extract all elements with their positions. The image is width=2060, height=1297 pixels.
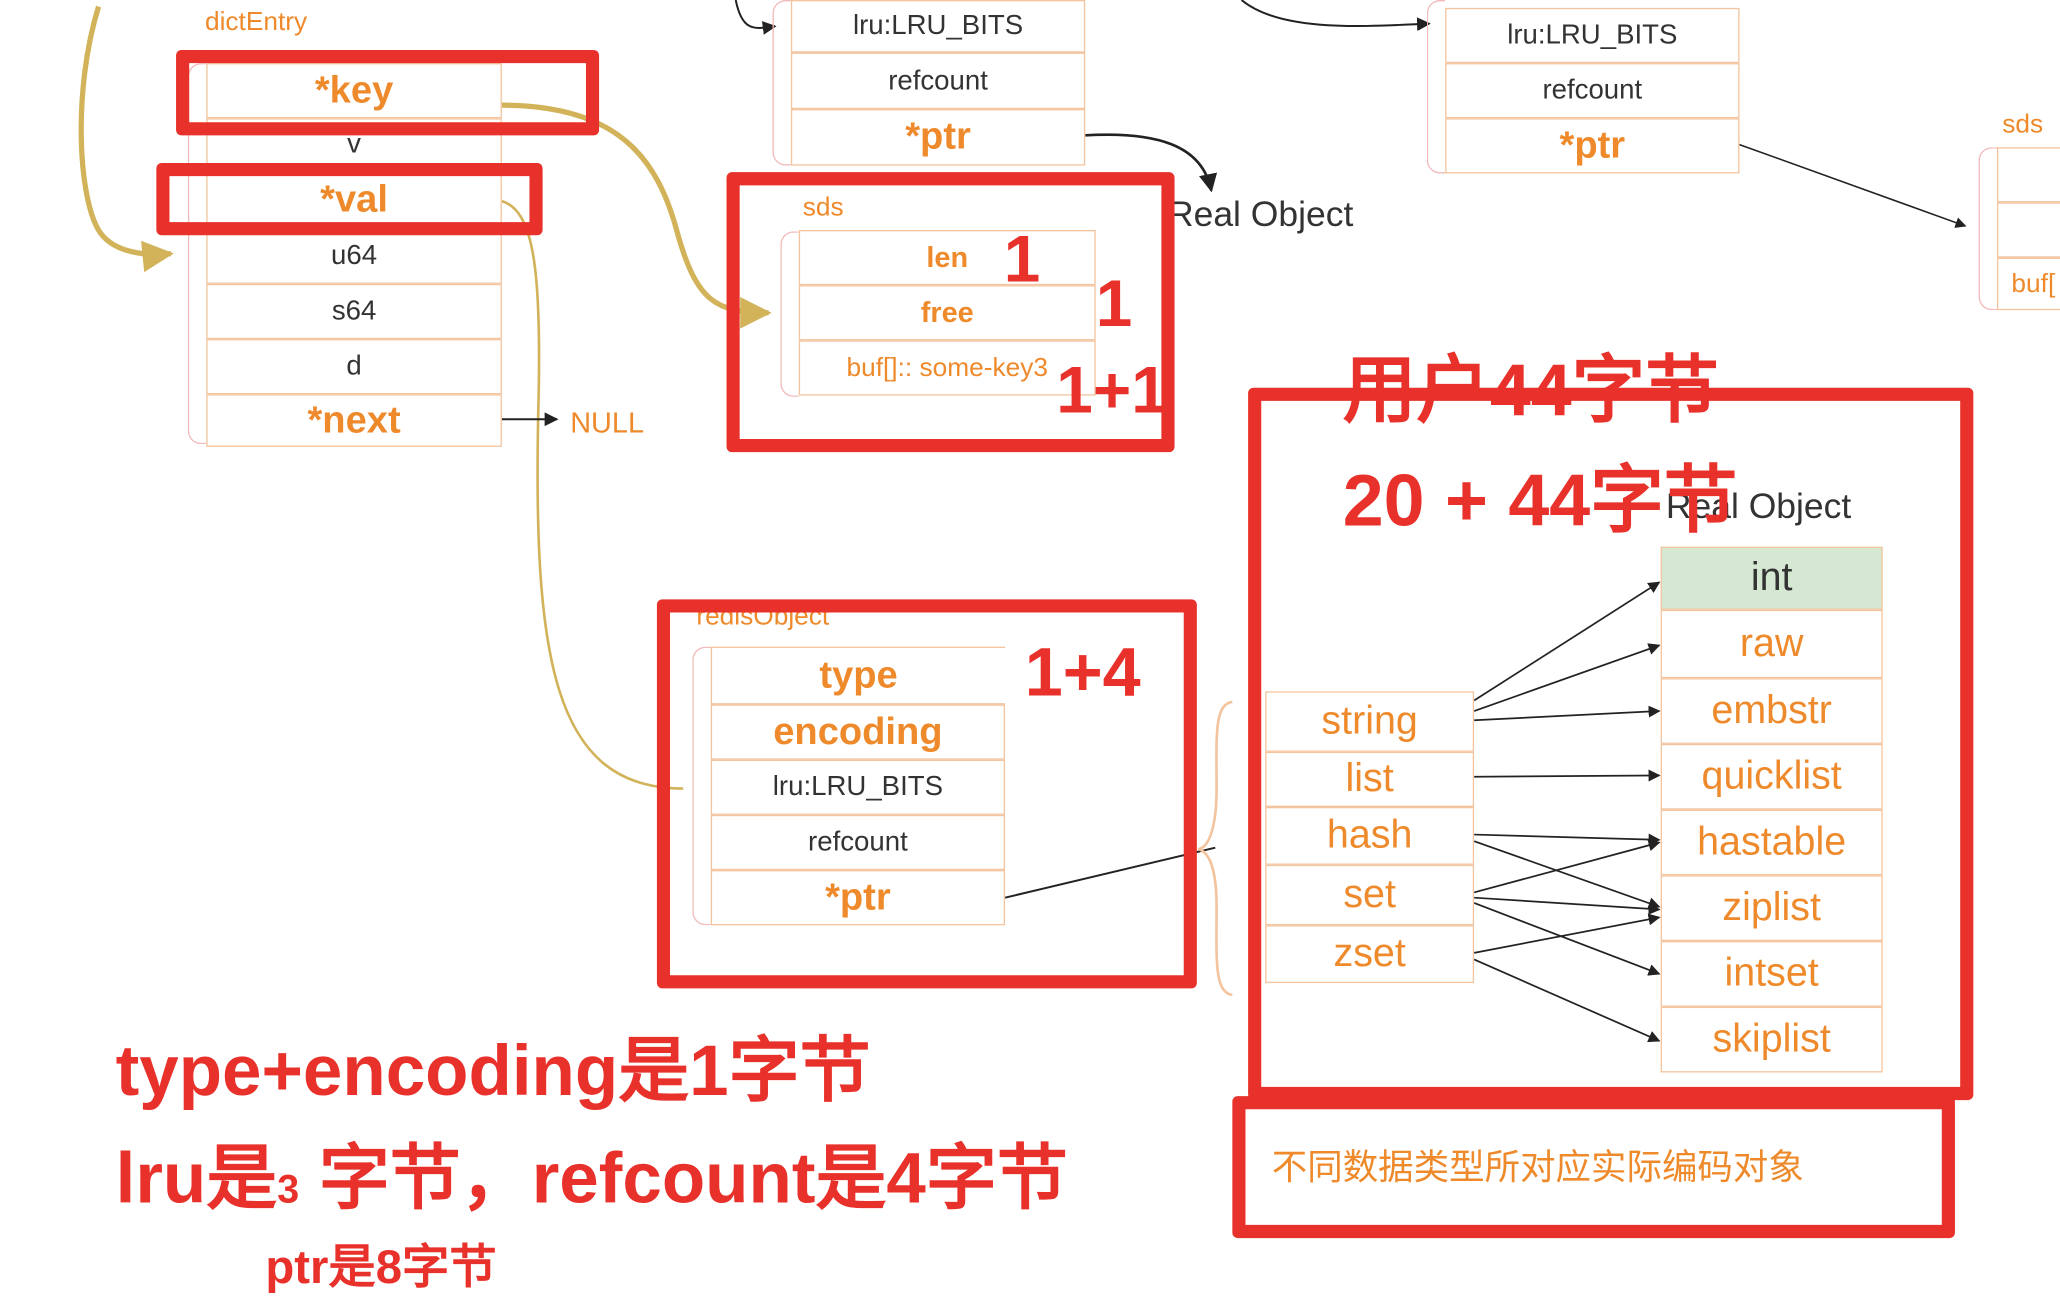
total-bytes-annotation: 20 + 44字节 [1342, 458, 1738, 542]
redis-object-type-field: type [710, 646, 1006, 705]
sds-buf-field: buf[]:: some-key3 [798, 340, 1096, 396]
top-object-2-ptr-field: *ptr [1445, 118, 1740, 174]
sds-free-field: free [798, 285, 1096, 341]
redis-object-lru-field: lru:LRU_BITS [710, 759, 1006, 815]
encoding-quicklist: quicklist [1660, 743, 1883, 810]
type-set: set [1265, 864, 1475, 926]
type-list: list [1265, 751, 1475, 807]
redis-object-refcount-field: refcount [710, 814, 1006, 871]
top-object-1-lru-field: lru:LRU_BITS [790, 0, 1086, 53]
ptr-size-note: ptr是8字节 [265, 1239, 497, 1294]
real-object-highlight-box [1248, 387, 1974, 1101]
top-object-2-lru-field: lru:LRU_BITS [1445, 7, 1740, 64]
sds-bracket [780, 231, 799, 397]
top-object-1-bracket [772, 0, 791, 166]
dict-loop-arrow [78, 5, 174, 273]
top-object-1-ptr-field: *ptr [790, 109, 1086, 166]
encoding-intset: intset [1660, 941, 1883, 1007]
type-encoding-lines [1473, 581, 1661, 1043]
top-object-1-in-arrow [734, 0, 777, 35]
free-size-annotation: 1 [1095, 266, 1133, 341]
dict-entry-bracket [187, 63, 207, 445]
lru-note-part-b: 3 [277, 1168, 300, 1212]
sds-highlight-box [726, 172, 1175, 453]
encoding-raw: raw [1660, 609, 1883, 679]
null-label: NULL [570, 406, 645, 439]
redis-object-encoding-field: encoding [710, 704, 1006, 760]
lru-note-part-a: lru是 [115, 1139, 278, 1219]
top-object-2-in-arrow [1240, 0, 1431, 32]
ptr-to-real-object-arrow [1085, 133, 1218, 193]
real-object-caption: 不同数据类型所对应实际编码对象 [1271, 1147, 1804, 1187]
val-highlight-box [156, 162, 543, 236]
caption-highlight-box [1232, 1096, 1955, 1239]
sds-right-field-2 [1996, 202, 2060, 258]
dict-entry-next-field: *next [206, 394, 502, 447]
redisobject-ptr-line [1004, 846, 1216, 899]
dict-entry-d-field: d [206, 339, 502, 395]
lru-refcount-note: lru是3 字节，refcount是4字节 [116, 1120, 1068, 1224]
redis-object-highlight-box [656, 599, 1197, 989]
top-object-2-bracket [1426, 0, 1446, 174]
top-object-1-refcount-field: refcount [790, 52, 1086, 110]
sds-right-buf-field: buf[ [1996, 257, 2060, 311]
sds-len-field: len [798, 230, 1096, 286]
dict-entry-key-field: *key [206, 63, 502, 119]
type-zset: zset [1265, 925, 1475, 984]
dict-entry-s64-field: s64 [206, 283, 502, 340]
key-to-sds-arrow [501, 102, 772, 329]
redis-object-ptr-field: *ptr [710, 870, 1006, 926]
redis-object-bracket [692, 646, 711, 926]
type-table-brace [1197, 700, 1233, 997]
len-size-annotation: 1 [1003, 222, 1041, 296]
encoding-skiplist: skiplist [1660, 1006, 1883, 1073]
buf-size-annotation: 1+1 [1056, 353, 1168, 428]
dict-entry-label: dictEntry [204, 7, 308, 37]
key-highlight-box [176, 49, 600, 136]
type-hash: hash [1265, 806, 1475, 865]
encoding-int: int [1660, 546, 1883, 610]
type-encoding-note: type+encoding是1字节 [115, 1031, 871, 1111]
encoding-ziplist: ziplist [1660, 875, 1883, 942]
dict-entry-val-field: *val [206, 170, 502, 229]
sds-label: sds [802, 193, 844, 223]
top-object-2-refcount-field: refcount [1445, 63, 1740, 119]
type-string: string [1265, 691, 1475, 752]
real-object-label: Real Object [1665, 486, 1852, 526]
user-bytes-annotation: 用户44字节 [1342, 348, 1719, 432]
ptr-to-sds-right-arrow [1739, 143, 1967, 228]
encoding-hastable: hastable [1660, 809, 1883, 876]
sds-right-bracket [1978, 147, 1997, 311]
sds-right-field-1 [1996, 147, 2060, 203]
dict-entry-u64-field: u64 [206, 228, 502, 284]
lru-note-part-c: 字节，refcount是4字节 [299, 1139, 1068, 1219]
encoding-embstr: embstr [1660, 678, 1883, 744]
type-encoding-size-annotation: 1+4 [1024, 634, 1141, 712]
sds-right-label: sds [2002, 110, 2044, 140]
real-object-top-label: Real Object [1167, 194, 1354, 234]
